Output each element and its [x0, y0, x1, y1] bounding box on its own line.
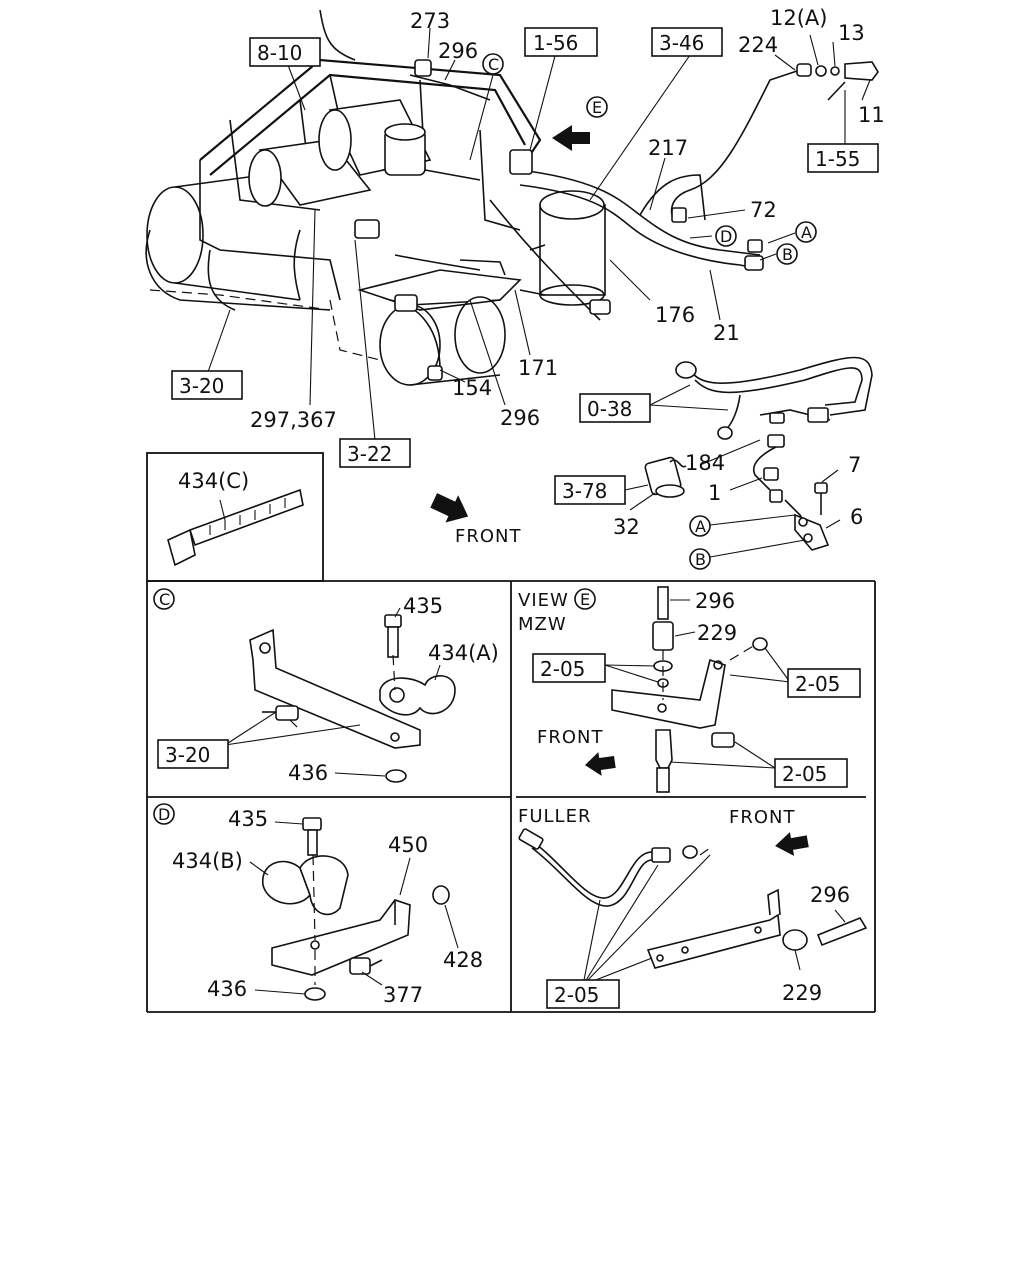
ref-0-38: 0-38 — [587, 397, 632, 421]
callout-a-main: A — [801, 223, 812, 242]
panel-frames — [146, 452, 876, 1013]
panel-d-leaders — [249, 821, 459, 995]
part-297-367: 297,367 — [250, 408, 337, 432]
part-7: 7 — [848, 453, 861, 477]
panel-d-illustration — [262, 817, 450, 1001]
front-arrow-e — [585, 752, 616, 776]
part-229-e: 229 — [697, 621, 737, 645]
view-label: VIEW — [518, 590, 569, 611]
callout-b-main: B — [782, 245, 793, 264]
ref-2-05-fuller: 2-05 — [554, 983, 599, 1007]
circled-callouts: C E D A B A B C E D — [153, 53, 817, 825]
callout-b-pipe: B — [695, 550, 706, 569]
part-434b: 434(B) — [172, 849, 243, 873]
front-label-e: FRONT — [537, 727, 604, 748]
part-273: 273 — [410, 9, 450, 33]
ref-3-20-c: 3-20 — [165, 743, 210, 767]
part-296-fuller: 296 — [810, 883, 850, 907]
part-32: 32 — [613, 515, 640, 539]
ref-3-22: 3-22 — [347, 442, 392, 466]
callout-e-main: E — [592, 98, 602, 117]
callout-e-panel: E — [580, 590, 590, 609]
part-428: 428 — [443, 948, 483, 972]
mzw-label: MZW — [518, 614, 567, 635]
part-296-mid: 296 — [500, 406, 540, 430]
ref-3-78: 3-78 — [562, 479, 607, 503]
ref-8-10: 8-10 — [257, 41, 302, 65]
ref-3-46: 3-46 — [659, 31, 704, 55]
part-13: 13 — [838, 21, 865, 45]
part-436-c: 436 — [288, 761, 328, 785]
front-label-main: FRONT — [455, 526, 522, 547]
front-arrow-fuller — [775, 832, 809, 856]
reference-boxes: 8-10 1-56 3-46 1-55 3-20 3-22 0-38 3-78 … — [157, 27, 879, 1009]
part-176: 176 — [655, 303, 695, 327]
part-435-d: 435 — [228, 807, 268, 831]
panel-c-illustration — [249, 614, 456, 783]
ref-3-20-main: 3-20 — [179, 374, 224, 398]
pipe-assembly-illustration — [644, 356, 873, 551]
part-6: 6 — [850, 505, 863, 529]
callout-c-panel: C — [159, 590, 170, 609]
part-184: 184 — [685, 451, 725, 475]
part-72: 72 — [750, 198, 777, 222]
part-450: 450 — [388, 833, 428, 857]
part-154: 154 — [452, 376, 492, 400]
callout-a-pipe: A — [695, 517, 706, 536]
panel-fuller-illustration — [518, 828, 868, 969]
callout-c-main: C — [488, 55, 499, 74]
part-1: 1 — [708, 481, 721, 505]
panel-fuller-leaders — [582, 854, 846, 986]
part-217: 217 — [648, 136, 688, 160]
part-12a: 12(A) — [770, 6, 827, 30]
ref-1-55: 1-55 — [815, 147, 860, 171]
part-434c: 434(C) — [178, 469, 249, 493]
panel-e-illustration — [611, 586, 768, 793]
part-435-c: 435 — [403, 594, 443, 618]
direction-labels: FRONT VIEW MZW FRONT FULLER FRONT — [455, 526, 796, 828]
fuller-label: FULLER — [518, 806, 591, 827]
callout-d-main: D — [720, 227, 732, 246]
part-224: 224 — [738, 33, 778, 57]
part-21: 21 — [713, 321, 740, 345]
part-11: 11 — [858, 103, 885, 127]
ref-2-05-e-right: 2-05 — [795, 672, 840, 696]
ref-2-05-e-left: 2-05 — [540, 657, 585, 681]
part-434a: 434(A) — [428, 641, 499, 665]
main-assembly-illustration — [145, 9, 879, 386]
part-171: 171 — [518, 356, 558, 380]
cable-tie-illustration — [167, 488, 304, 567]
part-377: 377 — [383, 983, 423, 1007]
ref-1-56: 1-56 — [533, 31, 578, 55]
front-arrow-main — [430, 493, 469, 523]
pipe-leader-lines — [624, 384, 841, 558]
part-296-e: 296 — [695, 589, 735, 613]
part-number-labels: 273 296 12(A) 13 224 11 217 72 176 21 17… — [172, 6, 885, 1007]
callout-d-panel: D — [158, 805, 170, 824]
ref-2-05-e-bottom: 2-05 — [782, 762, 827, 786]
panel-e-leaders — [604, 599, 791, 769]
main-leader-lines — [207, 27, 871, 441]
part-229-fuller: 229 — [782, 981, 822, 1005]
part-436-d: 436 — [207, 977, 247, 1001]
view-e-arrow — [552, 125, 590, 151]
panel-c-leaders — [224, 607, 441, 777]
front-label-fuller: FRONT — [729, 807, 796, 828]
part-296-top: 296 — [438, 39, 478, 63]
